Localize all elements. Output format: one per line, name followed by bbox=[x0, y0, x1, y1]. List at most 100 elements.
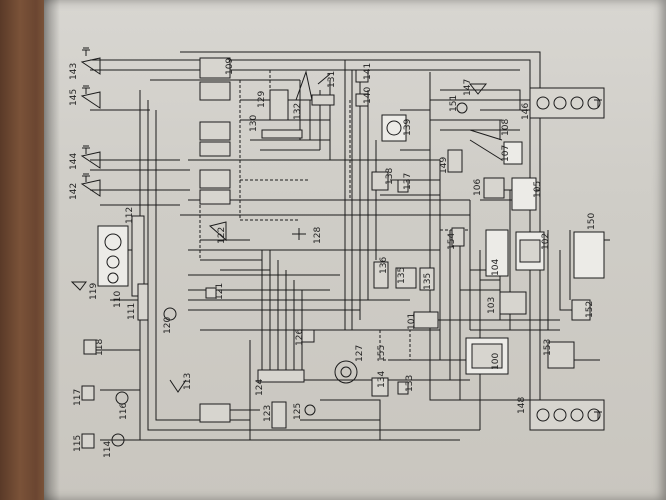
component-125: 125 bbox=[293, 403, 316, 420]
component-128: 128 bbox=[292, 227, 323, 244]
svg-text:146: 146 bbox=[521, 103, 531, 120]
component-133: 133 bbox=[397, 375, 415, 395]
svg-text:101: 101 bbox=[407, 313, 417, 330]
svg-text:135: 135 bbox=[397, 267, 407, 284]
svg-text:147: 147 bbox=[463, 79, 473, 96]
component-123: 123 bbox=[263, 401, 287, 429]
svg-text:143: 143 bbox=[69, 63, 79, 80]
svg-text:103: 103 bbox=[487, 297, 497, 314]
svg-text:104: 104 bbox=[491, 259, 501, 276]
component-121: 121 bbox=[205, 283, 225, 300]
svg-text:133: 133 bbox=[405, 375, 415, 392]
svg-text:132: 132 bbox=[293, 103, 303, 120]
component-117: 117 bbox=[73, 385, 95, 406]
component-108: 108 bbox=[469, 119, 511, 161]
svg-text:127: 127 bbox=[355, 345, 365, 362]
svg-text:128: 128 bbox=[313, 227, 323, 244]
component-135: 135 bbox=[395, 267, 417, 289]
svg-text:153: 153 bbox=[543, 339, 553, 356]
svg-text:120: 120 bbox=[163, 317, 173, 334]
component-120: 120 bbox=[163, 307, 177, 334]
component-124: 124 bbox=[255, 369, 305, 396]
svg-text:117: 117 bbox=[73, 389, 83, 406]
svg-text:111: 111 bbox=[127, 303, 137, 320]
svg-text:125: 125 bbox=[293, 403, 303, 420]
svg-text:141: 141 bbox=[363, 63, 373, 80]
component-137: 137 bbox=[397, 173, 413, 193]
svg-text:118: 118 bbox=[95, 339, 105, 356]
svg-text:116: 116 bbox=[119, 403, 129, 420]
component-142: 142 bbox=[69, 179, 101, 200]
svg-text:149: 149 bbox=[439, 157, 449, 174]
component-155: 155 bbox=[377, 329, 411, 362]
svg-text:123: 123 bbox=[263, 405, 273, 422]
svg-text:115: 115 bbox=[73, 435, 83, 452]
page-gutter-shadow bbox=[44, 0, 60, 500]
component-135b: 135 bbox=[419, 267, 435, 291]
svg-text:114: 114 bbox=[103, 441, 113, 458]
svg-text:113: 113 bbox=[183, 373, 193, 390]
svg-text:124: 124 bbox=[255, 379, 265, 396]
svg-text:100: 100 bbox=[491, 353, 501, 370]
svg-text:106: 106 bbox=[473, 179, 483, 196]
component-114: 114 bbox=[103, 433, 125, 458]
svg-text:144: 144 bbox=[69, 153, 79, 170]
component-154: 154 bbox=[447, 227, 465, 250]
svg-text:150: 150 bbox=[587, 213, 597, 230]
component-151: 151 bbox=[449, 95, 468, 114]
svg-text:108: 108 bbox=[501, 119, 511, 136]
component-106: 106 bbox=[473, 177, 505, 199]
svg-text:122: 122 bbox=[217, 227, 227, 244]
component-111: 111 bbox=[127, 283, 149, 321]
component-104: 104 bbox=[485, 229, 509, 277]
component-101: 101 bbox=[407, 311, 439, 330]
svg-text:138: 138 bbox=[385, 168, 395, 185]
component-119: 119 bbox=[70, 281, 99, 300]
component-126: 126 bbox=[295, 329, 315, 346]
component-146: 146 bbox=[521, 87, 605, 120]
component-136: 136 bbox=[373, 257, 389, 289]
component-150: 150 bbox=[573, 213, 605, 279]
component-147: 147 bbox=[463, 79, 488, 96]
component-103: 103 bbox=[487, 291, 527, 315]
component-block-lower bbox=[199, 403, 231, 423]
component-instrument-panel bbox=[97, 225, 129, 287]
component-143: 143 bbox=[69, 57, 101, 80]
component-148: 148 bbox=[517, 397, 605, 431]
svg-text:110: 110 bbox=[113, 291, 123, 308]
component-145: 145 bbox=[69, 89, 101, 109]
svg-text:140: 140 bbox=[363, 87, 373, 104]
svg-text:112: 112 bbox=[125, 207, 135, 224]
component-102: 102 bbox=[515, 231, 551, 271]
component-107: 107 bbox=[501, 141, 523, 165]
svg-text:130: 130 bbox=[249, 115, 259, 132]
svg-text:102: 102 bbox=[541, 233, 551, 250]
svg-text:145: 145 bbox=[69, 89, 79, 106]
component-153: 153 bbox=[543, 339, 575, 369]
component-139: 139 bbox=[381, 114, 413, 142]
svg-text:109: 109 bbox=[225, 58, 235, 75]
svg-text:135: 135 bbox=[423, 273, 433, 290]
component-116: 116 bbox=[115, 391, 129, 420]
component-100: 100 bbox=[465, 337, 509, 375]
component-113: 113 bbox=[169, 373, 193, 393]
svg-text:148: 148 bbox=[517, 397, 527, 414]
svg-text:134: 134 bbox=[377, 371, 387, 388]
component-149: 149 bbox=[439, 149, 463, 174]
svg-text:131: 131 bbox=[327, 71, 337, 88]
svg-text:152: 152 bbox=[585, 301, 595, 318]
component-118: 118 bbox=[83, 339, 105, 356]
component-130: 130 bbox=[249, 115, 303, 139]
component-144: 144 bbox=[69, 151, 101, 170]
svg-text:119: 119 bbox=[89, 283, 99, 300]
svg-text:142: 142 bbox=[69, 183, 79, 200]
component-109: 109 bbox=[199, 57, 235, 101]
svg-text:107: 107 bbox=[501, 145, 511, 162]
component-129: 129 bbox=[257, 89, 289, 121]
component-131: 131 bbox=[311, 71, 337, 106]
svg-text:139: 139 bbox=[403, 119, 413, 136]
svg-text:136: 136 bbox=[379, 257, 389, 274]
ground-symbols bbox=[82, 47, 602, 420]
component-138: 138 bbox=[371, 168, 395, 191]
